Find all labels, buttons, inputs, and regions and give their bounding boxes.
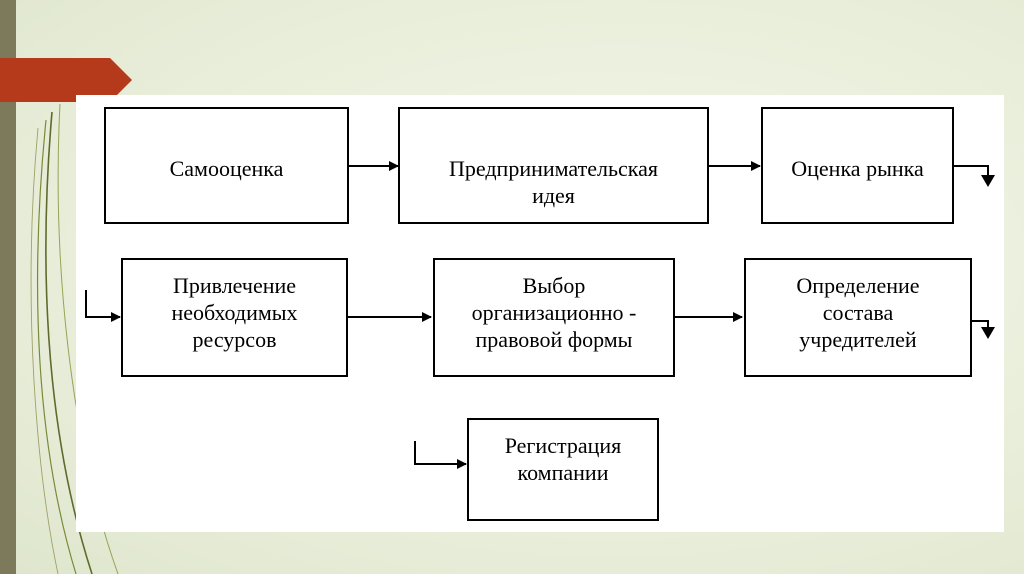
flow-arrows [85,161,995,469]
box-founders: Определение состава учредителей [744,258,972,377]
box-legal-form: Выбор организационно - правовой формы [433,258,675,377]
arrow-head-down-1 [981,175,995,187]
title-banner [0,58,132,102]
left-strip [0,0,16,574]
box-resources: Привлечение необходимых ресурсов [121,258,348,377]
box-business-idea: Предпринимательская идея [398,107,709,224]
arrow-head-down-2 [981,327,995,339]
arrow-into-resources [85,290,121,322]
arrow-into-registration [414,441,467,469]
diagram-panel: Самооценка Предпринимательская идея Оцен… [76,95,1004,532]
box-self-assessment: Самооценка [104,107,349,224]
box-registration: Регистрация компании [467,418,659,521]
box-market-assessment: Оценка рынка [761,107,954,224]
